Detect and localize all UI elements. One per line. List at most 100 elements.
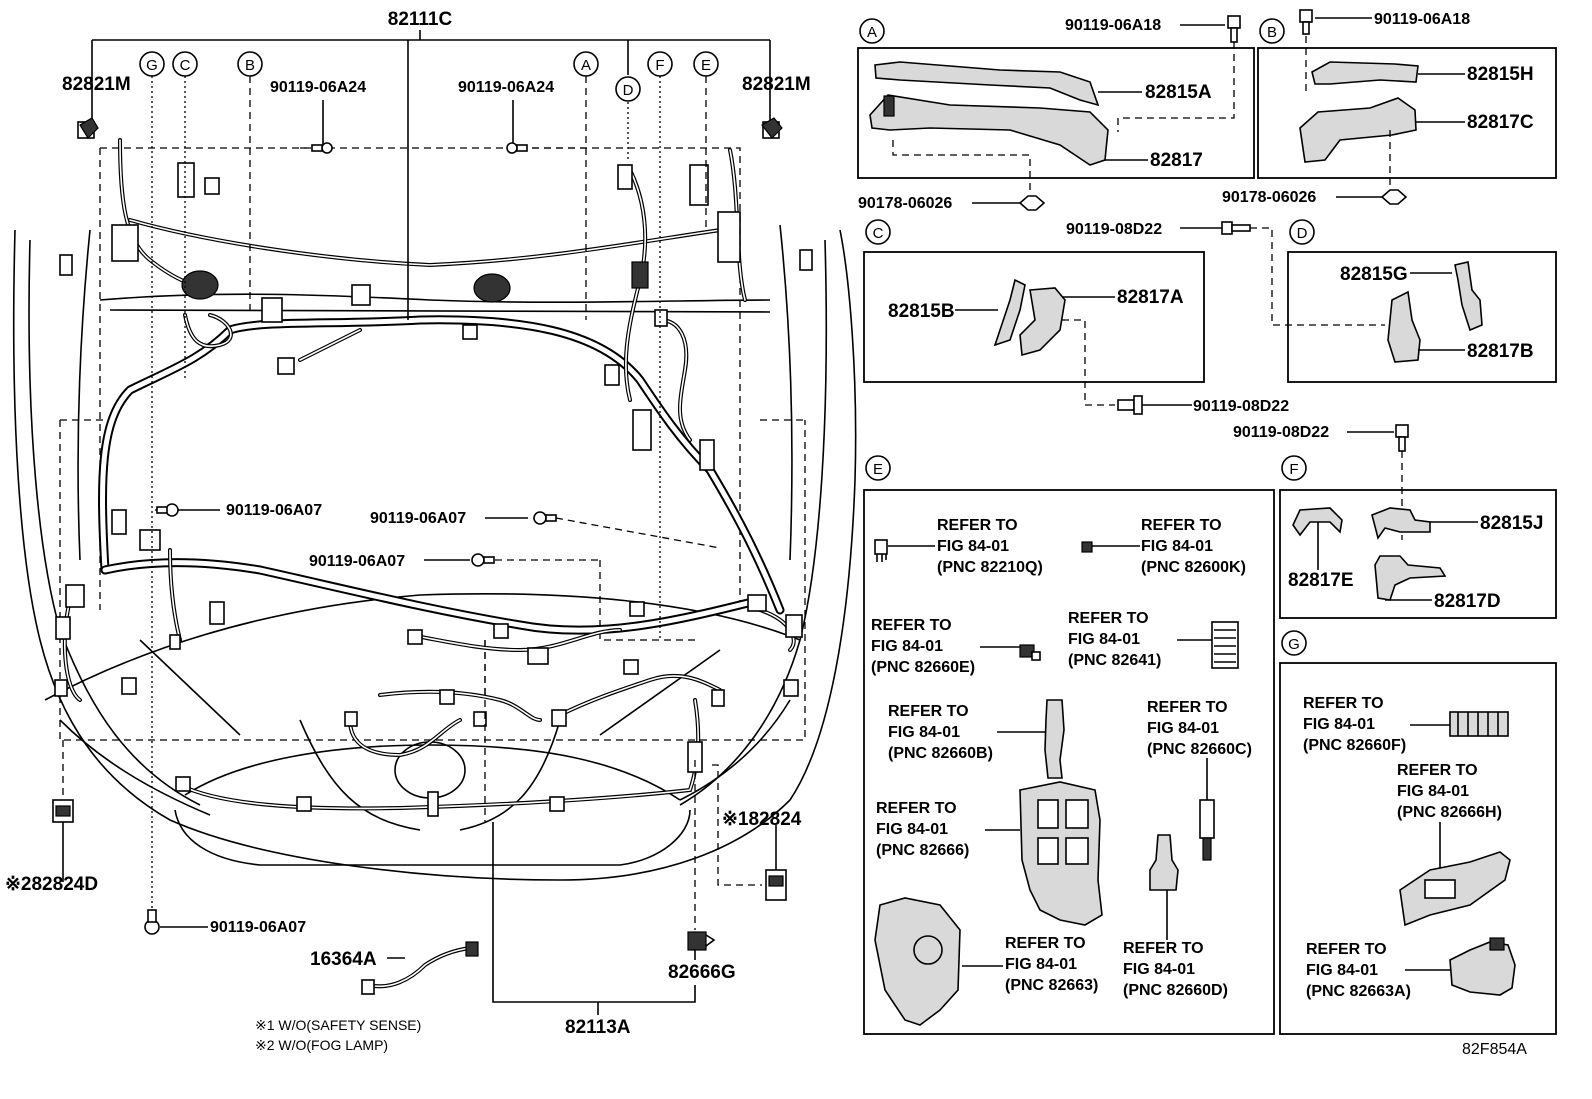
box-b-letter: B — [1267, 24, 1277, 41]
box-f-letter: F — [1289, 461, 1298, 478]
box-e-ref0-line2: FIG 84-01 — [937, 538, 1009, 555]
label-part-82666g: 82666G — [668, 962, 736, 983]
left-labels: 82111C 82821M 82821M 90119-06A24 90119-0… — [5, 9, 811, 1053]
bubble-g-label: G — [146, 57, 158, 74]
box-e-ref3-line3: (PNC 82641) — [1068, 652, 1161, 669]
bubble-c-label: C — [180, 57, 191, 74]
box-e-ref4-line2: FIG 84-01 — [888, 724, 960, 741]
box-g-ref1-line1: REFER TO — [1397, 762, 1478, 779]
box-e-ref8-line2: FIG 84-01 — [1123, 961, 1195, 978]
label-bolt-a07-1: 90119-06A07 — [226, 502, 322, 519]
footnote-2: ※2 W/O(FOG LAMP) — [255, 1037, 388, 1053]
box-b-bolt-label: 90119-06A18 — [1374, 11, 1470, 28]
box-e-ref5-line2: FIG 84-01 — [1147, 720, 1219, 737]
label-sensor-82824: ※182824 — [722, 809, 802, 830]
box-g-ref2-line1: REFER TO — [1306, 941, 1387, 958]
label-bolt-a07-3: 90119-06A07 — [309, 553, 405, 570]
box-c-part1-label: 82815B — [888, 301, 955, 322]
footnote-1: ※1 W/O(SAFETY SENSE) — [255, 1017, 421, 1033]
box-e-ref4-line3: (PNC 82660B) — [888, 745, 993, 762]
box-d-part2-label: 82817B — [1467, 341, 1534, 362]
detail-box-b: B 90119-06A18 82815H 82817C 90178-06026 — [1222, 9, 1557, 206]
label-harness-16364a: 16364A — [310, 949, 377, 970]
box-g-ref0-line3: (PNC 82660F) — [1303, 737, 1406, 754]
left-small-parts — [52, 117, 787, 995]
bubble-e — [693, 51, 719, 77]
bubble-d-label: D — [623, 82, 634, 99]
box-g-ref0-line1: REFER TO — [1303, 695, 1384, 712]
box-f-part2-label: 82817E — [1288, 570, 1354, 591]
box-e-ref1-line3: (PNC 82600K) — [1141, 559, 1246, 576]
box-e-letter: E — [873, 461, 883, 478]
box-e-ref6-line3: (PNC 82666) — [876, 842, 969, 859]
box-d-part1-label: 82815G — [1340, 264, 1408, 285]
detail-box-f: F 82817E 82815J 82817D — [1279, 455, 1557, 619]
figure-code: 82F854A — [1462, 1041, 1527, 1058]
label-bolt-a07-2: 90119-06A07 — [370, 510, 466, 527]
box-g-letter: G — [1288, 636, 1300, 653]
bubble-a — [573, 51, 599, 77]
box-e-ref8-line3: (PNC 82660D) — [1123, 982, 1228, 999]
box-e-ref1-line2: FIG 84-01 — [1141, 538, 1213, 555]
box-a-bolt-label: 90119-06A18 — [1065, 17, 1161, 34]
box-g-ref1-line2: FIG 84-01 — [1397, 783, 1469, 800]
detail-box-a: A 90119-06A18 82815A 82817 90178-06026 — [857, 15, 1255, 212]
box-d-bolt-label: 90119-08D22 — [1233, 424, 1329, 441]
box-e-ref4-line1: REFER TO — [888, 703, 969, 720]
label-front-harness: 82113A — [565, 1017, 631, 1038]
box-c-bolt-bottom-label: 90119-08D22 — [1193, 398, 1289, 415]
box-e-ref2-line2: FIG 84-01 — [871, 638, 943, 655]
box-e-ref7-line1: REFER TO — [1005, 935, 1086, 952]
box-c-bolt-top-label: 90119-08D22 — [1066, 221, 1162, 238]
bubble-b — [237, 51, 263, 77]
detail-box-d: D 82815G 82817B 90119-08D22 — [1233, 219, 1557, 540]
box-e-ref7-line3: (PNC 82663) — [1005, 977, 1098, 994]
label-clamp-left: 82821M — [62, 74, 131, 95]
box-e-ref8-line1: REFER TO — [1123, 940, 1204, 957]
bubble-b-label: B — [245, 57, 255, 74]
box-f-part1-label: 82815J — [1480, 513, 1543, 534]
box-b-part1-label: 82815H — [1467, 64, 1534, 85]
left-leaders — [62, 30, 777, 1015]
box-e-ref2-line1: REFER TO — [871, 617, 952, 634]
box-a-letter: A — [867, 24, 877, 41]
box-g-ref2-line2: FIG 84-01 — [1306, 962, 1378, 979]
box-e-ref3-line2: FIG 84-01 — [1068, 631, 1140, 648]
box-e-ref5-line1: REFER TO — [1147, 699, 1228, 716]
box-e-ref3-line1: REFER TO — [1068, 610, 1149, 627]
bubble-c — [172, 51, 198, 77]
section-bubbles: G C B A D F E — [139, 51, 719, 102]
bubble-g — [139, 51, 165, 77]
label-main-harness: 82111C — [388, 9, 453, 30]
box-g-ref0-line2: FIG 84-01 — [1303, 716, 1375, 733]
label-bolt-a24-right: 90119-06A24 — [458, 79, 554, 96]
box-f-part3-label: 82817D — [1434, 591, 1501, 612]
box-e-ref2-line3: (PNC 82660E) — [871, 659, 975, 676]
box-c-part2-label: 82817A — [1117, 287, 1184, 308]
label-bolt-a07-4: 90119-06A07 — [210, 919, 306, 936]
box-c-letter: C — [873, 225, 884, 242]
box-a-part1-label: 82815A — [1145, 82, 1212, 103]
box-e-ref6-line2: FIG 84-01 — [876, 821, 948, 838]
box-e-ref5-line3: (PNC 82660C) — [1147, 741, 1252, 758]
detail-box-e: E REFER TO FIG 84-01 (PNC 82210Q) REFER … — [863, 455, 1275, 1035]
label-bolt-a24-left: 90119-06A24 — [270, 79, 366, 96]
harness-connectors — [54, 121, 813, 817]
box-g-ref2-line3: (PNC 82663A) — [1306, 983, 1411, 1000]
box-b-clip-label: 90178-06026 — [1222, 189, 1316, 206]
detail-box-c: C 90119-08D22 82815B 82817A 90119-08D22 — [863, 219, 1385, 415]
box-a-clip-label: 90178-06026 — [858, 195, 952, 212]
bubble-f-label: F — [655, 57, 664, 74]
box-g-ref1-line3: (PNC 82666H) — [1397, 804, 1502, 821]
box-e-ref1-line1: REFER TO — [1141, 517, 1222, 534]
label-clamp-right: 82821M — [742, 74, 811, 95]
box-e-ref0-line1: REFER TO — [937, 517, 1018, 534]
bubble-e-label: E — [701, 57, 711, 74]
bubble-d — [615, 76, 641, 102]
detail-box-g: G REFER TO FIG 84-01 (PNC 82660F) REFER … — [1279, 630, 1557, 1035]
label-sensor-82824d: ※282824D — [5, 874, 98, 895]
vehicle-outline — [12, 224, 857, 881]
harness-reference-outline — [59, 147, 806, 741]
bubble-a-label: A — [581, 57, 591, 74]
